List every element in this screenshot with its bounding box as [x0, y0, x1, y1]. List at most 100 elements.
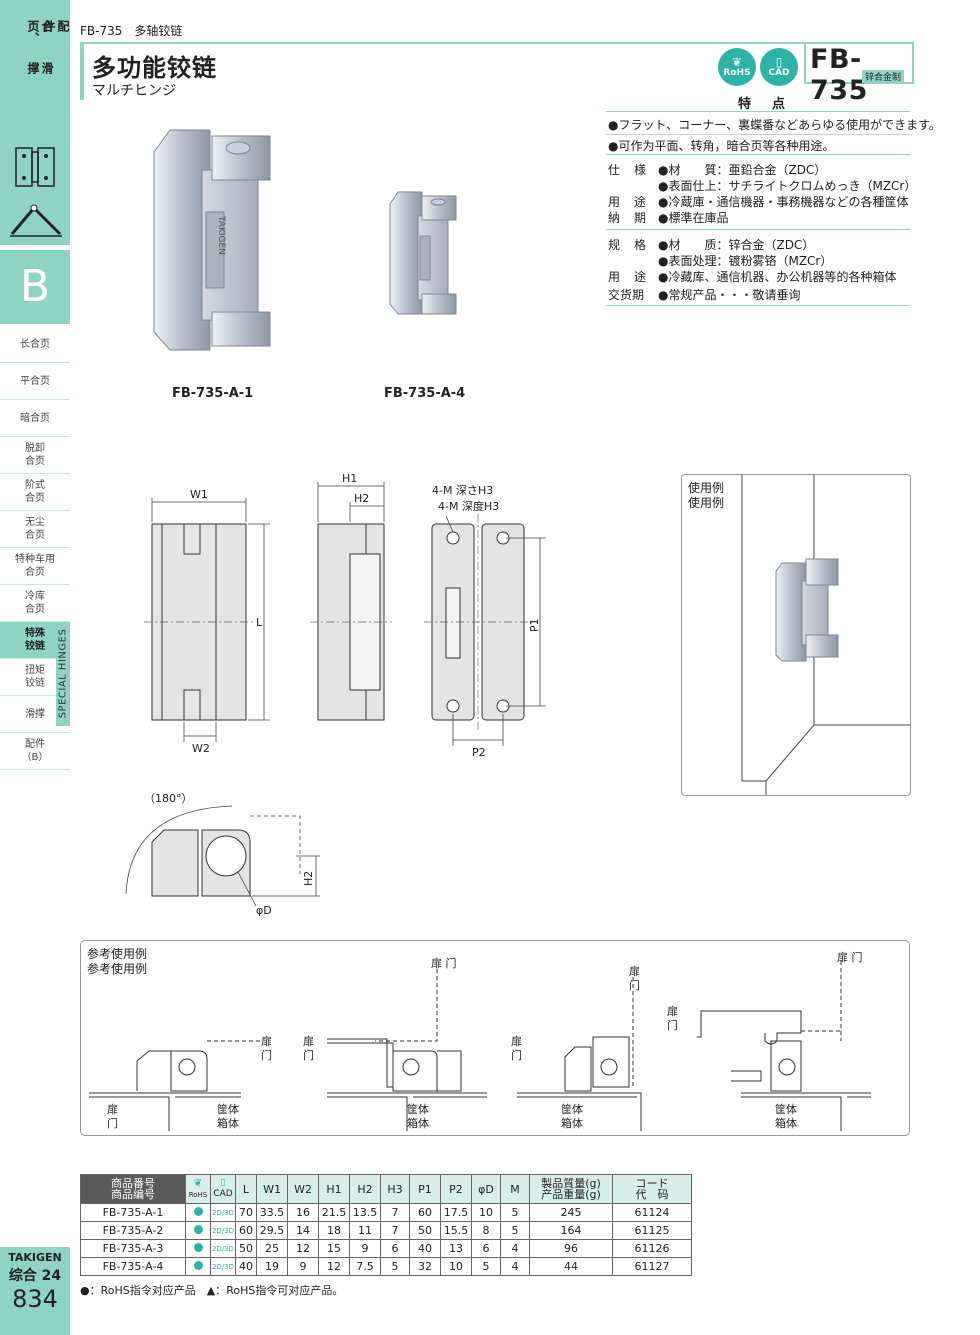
sidebar-item-cold-storage-hinge[interactable]: 冷库 合页	[0, 585, 70, 622]
table-row: FB-735-A-2 2D/3D 60 29.5 14 18 11 7 50 1…	[80, 1221, 692, 1240]
sidebar-item-step-hinge[interactable]: 阶式 合页	[0, 474, 70, 511]
document-icon: ▯	[220, 1178, 226, 1188]
label-door: 扉	[511, 1035, 522, 1048]
col-p1: P1	[409, 1174, 441, 1204]
label-door: 扉	[629, 965, 640, 978]
col-w2: W2	[287, 1174, 319, 1204]
cell-cad[interactable]: 2D/3D	[210, 1221, 236, 1240]
usage-example-panel: 使用例 使用例	[681, 474, 911, 796]
cell-id: 61124	[612, 1203, 692, 1222]
sidebar-footer: TAKIGEN 综合 24 834	[0, 1247, 70, 1335]
usage-title-zh: 使用例	[688, 496, 725, 510]
spec-value: ●標準在庫品	[658, 211, 729, 225]
label-door: 门	[303, 1048, 314, 1062]
cell-h3: 6	[380, 1239, 410, 1258]
spec-label: 规格	[608, 238, 661, 252]
section-letter: B	[0, 250, 70, 324]
col-m: M	[500, 1174, 530, 1204]
sidebar-item-flat-hinge[interactable]: 平合页	[0, 363, 70, 400]
cell-cad[interactable]: 2D/3D	[210, 1203, 236, 1222]
col-l: L	[235, 1174, 257, 1204]
cell-h3: 5	[380, 1257, 410, 1276]
spec-value: ●表面仕上：サチライトクロムめっき（MZCr）	[658, 179, 917, 193]
table-header-row: 商品番号 商品编号 ❦RoHS ▯CAD L W1 W2 H1 H2 H3 P1…	[80, 1174, 692, 1204]
cell-h2: 9	[349, 1239, 381, 1258]
hinge-icon	[15, 147, 55, 187]
cell-p1: 40	[409, 1239, 441, 1258]
cell-weight: 164	[529, 1221, 613, 1240]
photo-caption-left: FB-735-A-1	[172, 386, 254, 401]
label-door: 扉 门	[837, 950, 863, 964]
cell-d: 5	[471, 1257, 501, 1276]
cell-rohs	[185, 1239, 211, 1258]
label-door: 扉	[667, 1005, 678, 1018]
photo-caption-right: FB-735-A-4	[384, 386, 466, 401]
col-h2: H2	[349, 1174, 381, 1204]
col-rohs-label: RoHS	[188, 1190, 208, 1199]
col-code: コード 代 码	[612, 1174, 692, 1204]
cell-cad[interactable]: 2D/3D	[210, 1239, 236, 1258]
sidebar-item-stay[interactable]: 滑撑	[0, 696, 70, 733]
sidebar-item-dustproof-hinge[interactable]: 无尘 合页	[0, 511, 70, 548]
sidebar-item-liftoff-hinge[interactable]: 脱卸 合页	[0, 437, 70, 474]
spec-value: ●冷蔵庫・通信機器・事務機器などの各種筐体	[658, 195, 909, 209]
cell-h1: 18	[318, 1221, 350, 1240]
spec-label: 納期	[608, 211, 661, 225]
cell-m: 4	[500, 1239, 530, 1258]
brand-label: TAKIGEN	[8, 1251, 62, 1264]
cell-h1: 21.5	[318, 1203, 350, 1222]
reference-title-zh: 参考使用例	[87, 962, 148, 976]
rohs-dot	[193, 1261, 203, 1270]
cell-w1: 29.5	[256, 1221, 288, 1240]
material-tag: 锌合金制	[862, 70, 905, 83]
spec-label: 用途	[608, 270, 661, 284]
sidebar-item-vehicle-hinge[interactable]: 特种车用 合页	[0, 548, 70, 585]
category-col-1: 配件	[42, 20, 70, 32]
usage-title-ja: 使用例	[688, 481, 725, 495]
page-subtitle: マルチヒンジ	[92, 83, 176, 99]
dim-h2: H2	[354, 492, 369, 505]
product-photo-large: TAKIGEN	[153, 129, 271, 351]
table-note: ●：RoHS指令对应产品 ▲：RoHS指令可对应产品。	[80, 1284, 344, 1297]
dim-h1: H1	[342, 472, 357, 485]
rohs-label: RoHS	[723, 68, 751, 78]
features-heading: 特 点	[738, 97, 790, 112]
cell-h1: 15	[318, 1239, 350, 1258]
spec-table: 商品番号 商品编号 ❦RoHS ▯CAD L W1 W2 H1 H2 H3 P1…	[80, 1174, 692, 1276]
spec-value: ●冷藏库、通信机器、办公机器等的各种箱体	[658, 270, 897, 284]
cell-h2: 11	[349, 1221, 381, 1240]
sidebar-item-long-hinge[interactable]: 长合页	[0, 326, 70, 363]
sidebar-category-block: 配件 合页、 滑撑	[0, 0, 70, 245]
cad-badge: ▯ CAD	[760, 48, 798, 86]
category-col-2: 合页、	[26, 20, 54, 44]
cell-l: 70	[235, 1203, 257, 1222]
col-p2: P2	[440, 1174, 472, 1204]
feature-line: ●可作为平面、转角，暗合页等各种用途。	[608, 139, 835, 153]
page-number: 834	[12, 1285, 58, 1313]
col-cad: ▯CAD	[210, 1174, 236, 1204]
sidebar-item-concealed-hinge[interactable]: 暗合页	[0, 400, 70, 437]
model-code-box: FB-735	[804, 42, 914, 106]
cell-h3: 7	[380, 1221, 410, 1240]
cell-l: 60	[235, 1221, 257, 1240]
cell-h2: 7.5	[349, 1257, 381, 1276]
sidebar-item-torque-hinge[interactable]: 扭矩 铰链	[0, 659, 70, 696]
features-rule	[606, 229, 910, 230]
leaf-icon: ❦	[731, 55, 743, 69]
spec-label: 仕様	[608, 163, 661, 177]
dim-p1: P1	[528, 618, 541, 632]
cell-d: 6	[471, 1239, 501, 1258]
dimension-drawing: W1 L W2 H1 H2 4-M 深さH3 4-M 深度H3 P1 P2 （1…	[125, 472, 546, 917]
cell-cad[interactable]: 2D/3D	[210, 1257, 236, 1276]
sidebar-item-accessories[interactable]: 配件 （B）	[0, 733, 70, 770]
dim-p2: P2	[472, 746, 486, 759]
category-col-3: 滑撑	[26, 62, 54, 74]
col-cad-label: CAD	[213, 1189, 233, 1199]
cell-w1: 33.5	[256, 1203, 288, 1222]
cell-h1: 12	[318, 1257, 350, 1276]
label-door: 扉	[303, 1035, 314, 1048]
dim-w1: W1	[190, 488, 208, 501]
reference-usage-panel: 参考使用例 参考使用例	[80, 940, 910, 1136]
cell-m: 5	[500, 1203, 530, 1222]
